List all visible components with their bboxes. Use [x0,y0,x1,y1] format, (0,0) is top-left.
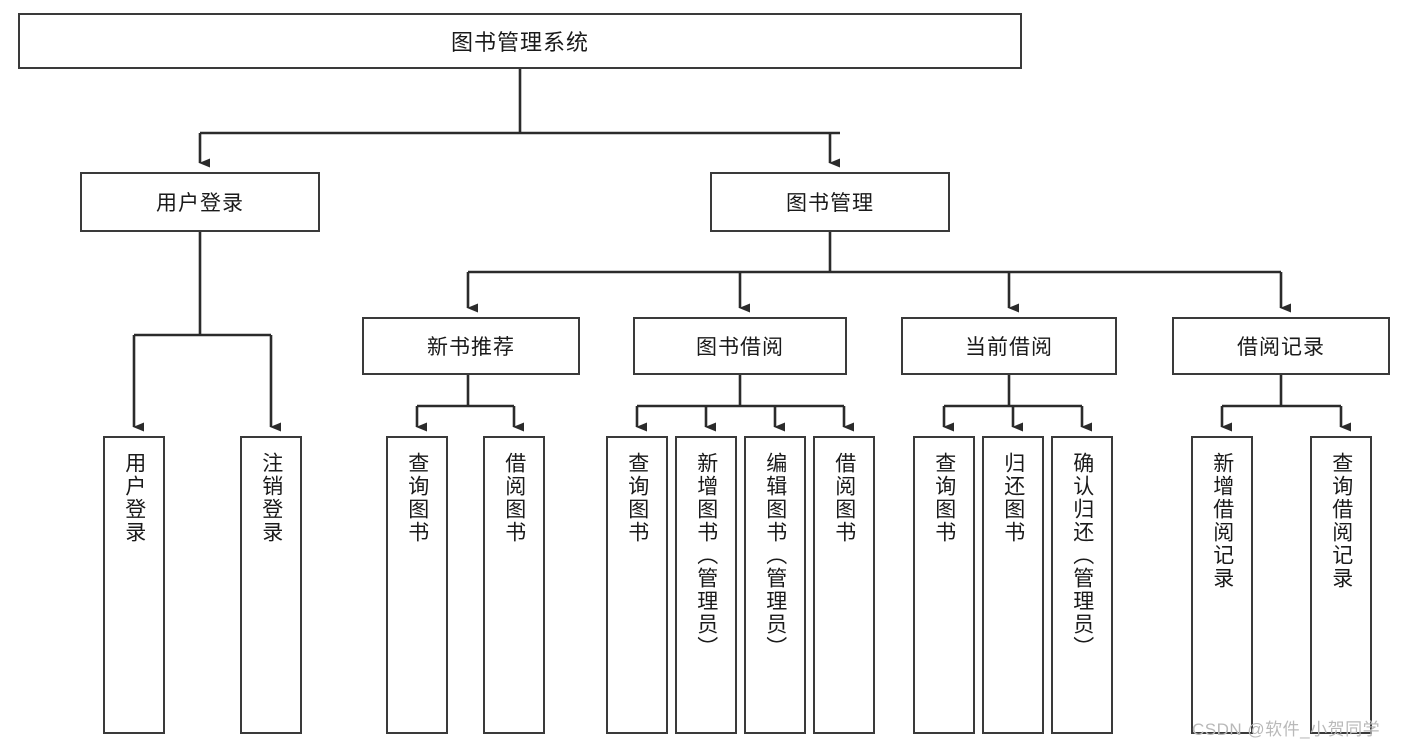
leaf-confirm-return-admin[interactable]: 确认归还（管理员） [1051,436,1113,734]
leaf-edit-book-admin[interactable]: 编辑图书（管理员） [744,436,806,734]
leaf-label: 借阅图书 [832,452,856,544]
leaf-label: 新增图书（管理员） [694,452,718,659]
leaf-label: 用户登录 [122,452,146,544]
node-new-book-recommend[interactable]: 新书推荐 [362,317,580,375]
leaf-label: 查询借阅记录 [1329,452,1353,590]
leaf-user-login[interactable]: 用户登录 [103,436,165,734]
leaf-label: 新增借阅记录 [1210,452,1234,590]
leaf-borrow-books-recommend[interactable]: 借阅图书 [483,436,545,734]
leaf-add-borrow-record[interactable]: 新增借阅记录 [1191,436,1253,734]
leaf-add-book-admin[interactable]: 新增图书（管理员） [675,436,737,734]
leaf-query-books-borrow[interactable]: 查询图书 [606,436,668,734]
leaf-return-books[interactable]: 归还图书 [982,436,1044,734]
leaf-label: 查询图书 [625,452,649,544]
leaf-logout[interactable]: 注销登录 [240,436,302,734]
watermark: CSDN @软件_小贺同学 [1192,720,1381,739]
leaf-label: 编辑图书（管理员） [763,452,787,659]
leaf-query-borrow-record[interactable]: 查询借阅记录 [1310,436,1372,734]
node-book-borrow[interactable]: 图书借阅 [633,317,847,375]
leaf-label: 注销登录 [259,452,283,544]
node-user-login[interactable]: 用户登录 [80,172,320,232]
node-borrow-records[interactable]: 借阅记录 [1172,317,1390,375]
leaf-label: 查询图书 [932,452,956,544]
leaf-label: 确认归还（管理员） [1070,452,1094,659]
node-root[interactable]: 图书管理系统 [18,13,1022,69]
leaf-label: 借阅图书 [502,452,526,544]
leaf-query-books-recommend[interactable]: 查询图书 [386,436,448,734]
node-current-borrow[interactable]: 当前借阅 [901,317,1117,375]
leaf-label: 归还图书 [1001,452,1025,544]
node-book-management[interactable]: 图书管理 [710,172,950,232]
leaf-label: 查询图书 [405,452,429,544]
leaf-borrow-books[interactable]: 借阅图书 [813,436,875,734]
leaf-query-books-current[interactable]: 查询图书 [913,436,975,734]
